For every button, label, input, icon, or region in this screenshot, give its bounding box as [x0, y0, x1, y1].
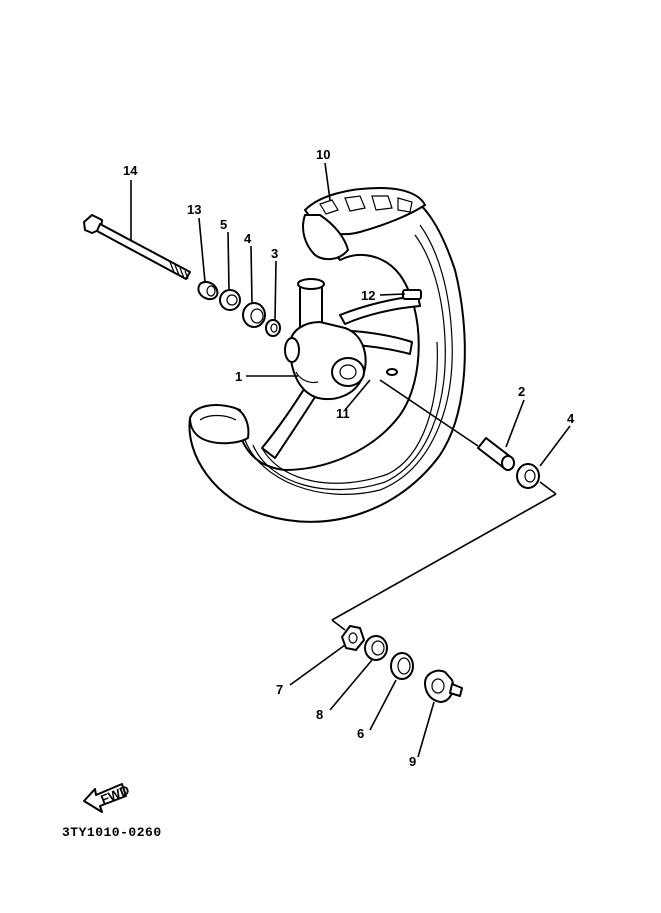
- diagram-code: 3TY1010-0260: [62, 825, 162, 840]
- axle-illustration: [83, 214, 191, 280]
- callout-12[interactable]: 12: [361, 288, 375, 303]
- callout-4-left[interactable]: 4: [244, 231, 252, 246]
- callout-10[interactable]: 10: [316, 147, 330, 162]
- callout-2[interactable]: 2: [518, 384, 525, 399]
- callout-13[interactable]: 13: [187, 202, 201, 217]
- meter-drive-parts: [341, 625, 463, 703]
- left-side-small-parts: [197, 281, 281, 337]
- callout-11[interactable]: 11: [336, 406, 350, 421]
- callout-8[interactable]: 8: [316, 707, 323, 722]
- right-side-small-parts: [477, 437, 540, 489]
- callout-4-right[interactable]: 4: [567, 411, 575, 426]
- leader-lines: [130, 162, 571, 758]
- callout-6[interactable]: 6: [357, 726, 364, 741]
- wheel-illustration: [188, 187, 466, 523]
- fwd-label: FWD: [99, 782, 132, 807]
- part-callouts: 14 13 5 4 3 10 12 1 11 2 4 7 8 6 9: [123, 147, 575, 769]
- callout-14[interactable]: 14: [123, 163, 138, 178]
- callout-9[interactable]: 9: [409, 754, 416, 769]
- fwd-arrow-icon: FWD: [83, 782, 132, 813]
- callout-5[interactable]: 5: [220, 217, 227, 232]
- callout-1[interactable]: 1: [235, 369, 242, 384]
- callout-7[interactable]: 7: [276, 682, 283, 697]
- callout-3[interactable]: 3: [271, 246, 278, 261]
